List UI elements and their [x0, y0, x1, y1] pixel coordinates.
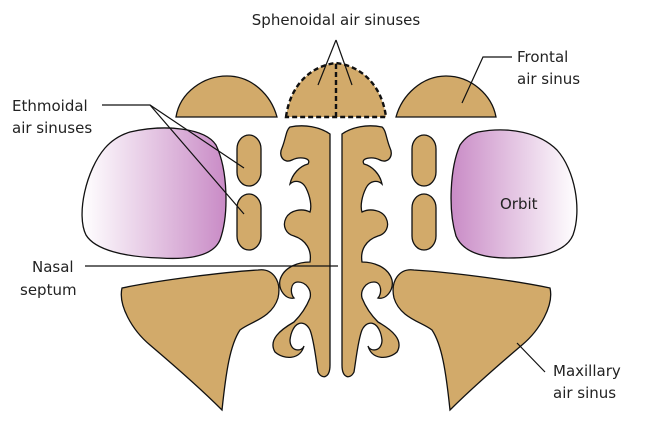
right-maxillary-sinus: [393, 270, 551, 410]
label-sphenoidal: Sphenoidal air sinuses: [252, 11, 421, 29]
left-frontal-sinus: [176, 76, 277, 117]
right-nasal-cavity: [342, 126, 399, 377]
right-frontal-sinus: [396, 76, 496, 117]
label-ethmoidal-line2: air sinuses: [12, 119, 92, 137]
label-nasal-line1: Nasal: [32, 258, 74, 276]
ethmoid-cell-right-lower: [412, 194, 436, 250]
label-frontal-line1: Frontal: [517, 48, 568, 66]
ethmoid-cell-left-lower: [237, 194, 261, 250]
left-nasal-cavity: [273, 126, 330, 377]
label-frontal-line2: air sinus: [517, 70, 580, 88]
label-maxillary-line1: Maxillary: [553, 362, 621, 380]
right-orbit: [451, 130, 577, 258]
label-ethmoidal-line1: Ethmoidal: [12, 97, 88, 115]
label-nasal-line2: septum: [20, 281, 77, 299]
ethmoid-cell-right-upper: [412, 135, 436, 186]
left-maxillary-sinus: [121, 270, 279, 410]
label-orbit: Orbit: [500, 195, 538, 213]
left-orbit: [82, 128, 226, 258]
maxillary-leader: [517, 343, 545, 372]
ethmoid-cell-left-upper: [237, 135, 261, 186]
label-maxillary-line2: air sinus: [553, 384, 616, 402]
